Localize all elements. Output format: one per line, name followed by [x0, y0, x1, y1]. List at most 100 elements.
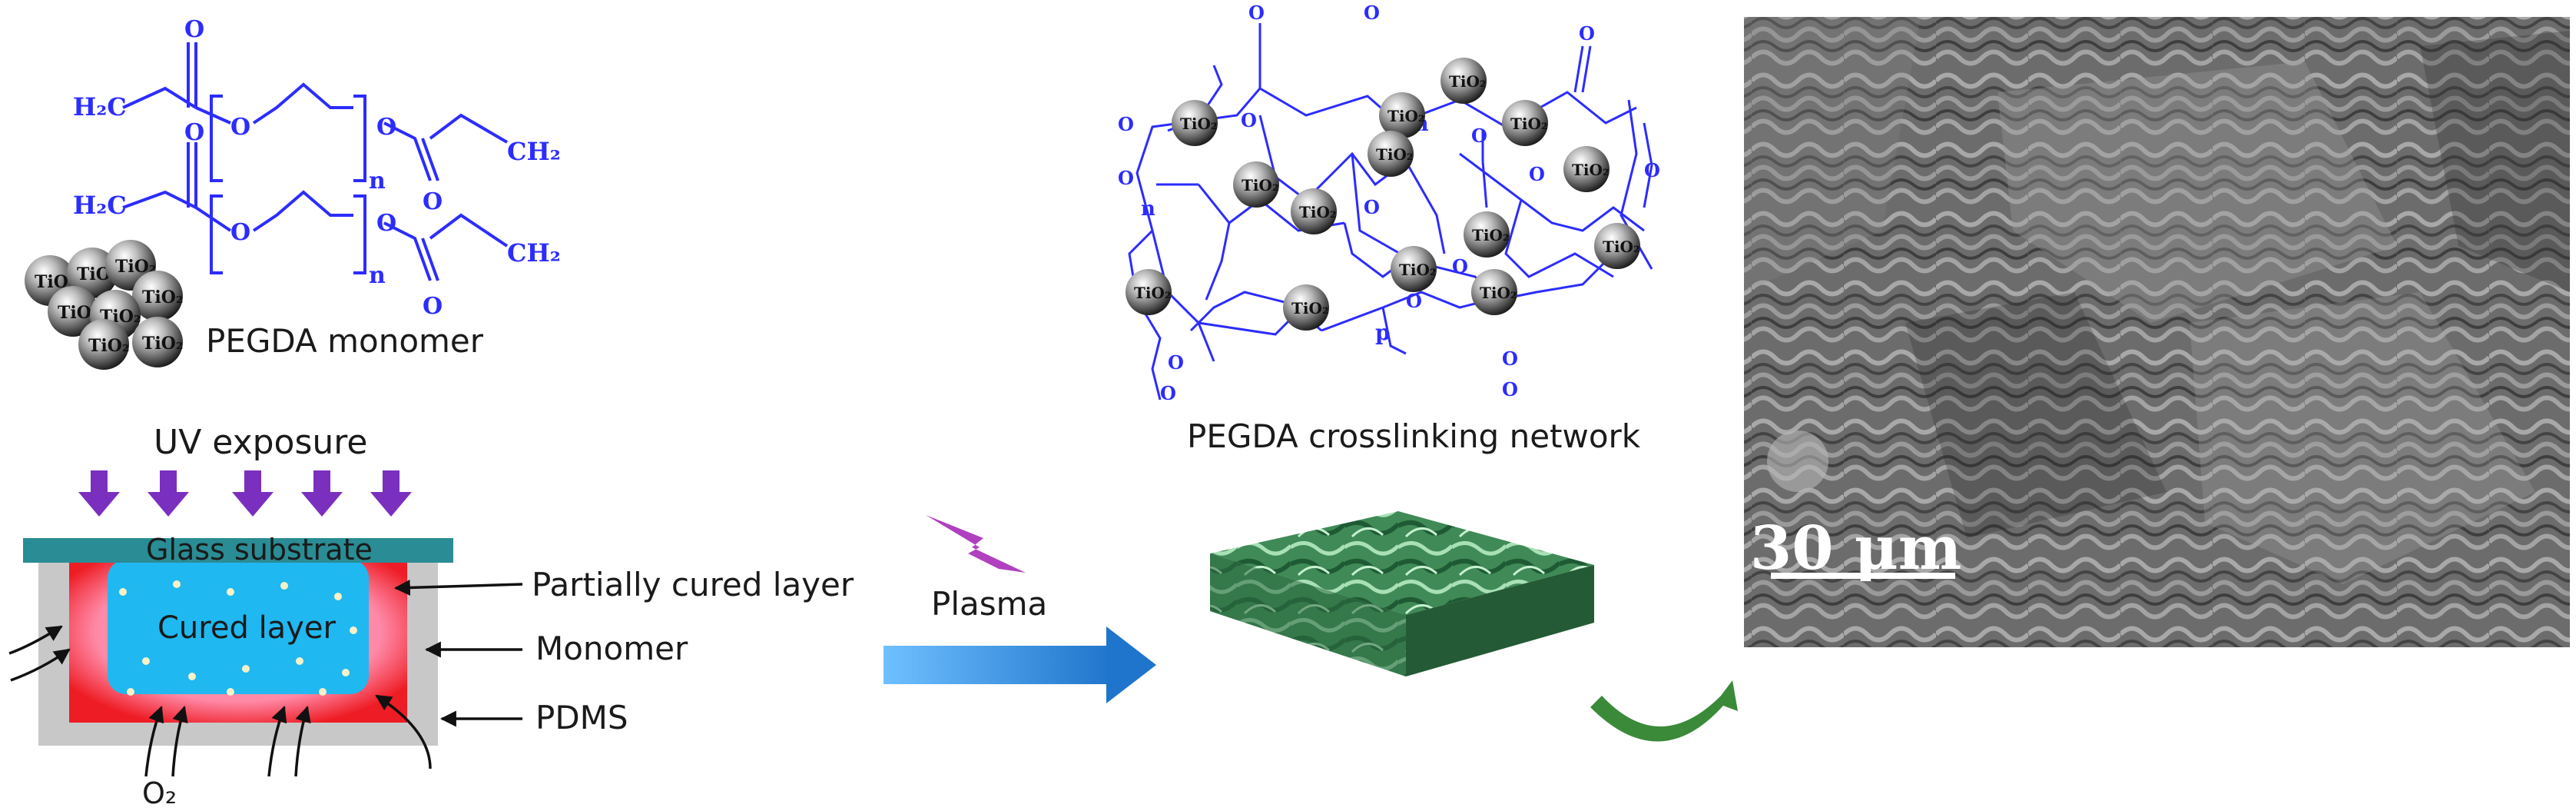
network-p-subscript: p	[1375, 320, 1391, 345]
sem-micrograph	[1744, 17, 2570, 647]
svg-text:TiO₂: TiO₂	[1134, 284, 1172, 302]
network-oxygen-labels: O O O O O O O O O O O O O O O O	[1118, 2, 1660, 404]
tio2-particle: TiO₂	[1563, 146, 1610, 192]
svg-text:O: O	[1168, 351, 1184, 374]
svg-text:TiO₂: TiO₂	[142, 334, 184, 354]
crosslinking-network-bonds	[1128, 23, 1653, 401]
svg-text:TiO₂: TiO₂	[1472, 226, 1510, 244]
ch2-left-top: H₂C	[73, 92, 127, 121]
carbonyl-o-bottom-1: O	[184, 119, 204, 146]
repeat-n-bottom: n	[369, 262, 386, 289]
svg-text:O: O	[1406, 290, 1422, 312]
ch2-right-bottom: CH₂	[507, 238, 561, 268]
tio2-particle: TiO₂	[1594, 223, 1640, 269]
ch2-left-bottom: H₂C	[73, 191, 127, 220]
wrinkled-film-block	[1210, 511, 1594, 676]
svg-text:TiO₂: TiO₂	[1572, 161, 1610, 179]
cured-layer	[108, 560, 369, 694]
svg-text:TiO₂: TiO₂	[1299, 203, 1337, 221]
svg-text:TiO₂: TiO₂	[1480, 284, 1517, 302]
tio2-particle: TiO₂	[1126, 269, 1172, 315]
uv-exposure-label: UV exposure	[154, 423, 367, 462]
tio2-particle: TiO₂	[78, 319, 130, 370]
svg-text:TiO₂: TiO₂	[1180, 115, 1218, 133]
monomer-label: Monomer	[535, 630, 688, 667]
svg-text:O: O	[1502, 347, 1518, 370]
svg-text:O: O	[1248, 2, 1265, 24]
ch2-right-top: CH₂	[507, 137, 561, 166]
oxygen-label: O₂	[142, 776, 177, 810]
tio2-particle: TiO₂	[1172, 100, 1218, 146]
svg-text:TiO₂: TiO₂	[1510, 115, 1548, 133]
pegda-monomer-structure-bottom	[122, 142, 509, 281]
tio2-particle: TiO₂	[132, 317, 184, 367]
svg-text:O: O	[1529, 163, 1545, 185]
uv-arrow-icon	[78, 470, 120, 517]
curved-arrow-icon	[1590, 680, 1738, 742]
svg-text:O: O	[1364, 196, 1380, 218]
svg-text:TiO₂: TiO₂	[1449, 72, 1487, 91]
uv-arrow-icon	[301, 470, 343, 517]
crosslinking-network-label: PEGDA crosslinking network	[1187, 417, 1641, 455]
uv-arrow-icon	[232, 470, 274, 517]
cured-layer-label: Cured layer	[157, 610, 336, 646]
tio2-particle: TiO₂	[1233, 161, 1279, 208]
tio2-particle: TiO₂	[1368, 131, 1414, 177]
svg-text:O: O	[1364, 2, 1380, 24]
svg-text:O: O	[1160, 382, 1176, 404]
carbonyl-o-top-2: O	[423, 188, 443, 215]
svg-text:TiO₂: TiO₂	[1242, 176, 1279, 194]
ester-o-bottom-1: O	[230, 219, 250, 246]
svg-text:TiO₂: TiO₂	[142, 288, 184, 307]
svg-text:O: O	[1241, 109, 1257, 131]
uv-arrow-icon	[148, 470, 189, 517]
callout-arrows	[393, 579, 523, 727]
ester-o-top-1: O	[230, 114, 250, 141]
flow-arrow	[884, 627, 1156, 703]
svg-text:O: O	[1644, 159, 1660, 181]
carbonyl-o-bottom-2: O	[423, 293, 443, 320]
plasma-lightning-icon	[926, 515, 1026, 573]
svg-text:TiO₂: TiO₂	[1376, 145, 1414, 164]
network-n-subscript: n	[1141, 198, 1155, 221]
svg-text:TiO₂: TiO₂	[1387, 107, 1425, 125]
svg-text:TiO₂: TiO₂	[1603, 238, 1640, 256]
svg-text:TiO₂: TiO₂	[88, 336, 130, 356]
ester-o-top-2: O	[376, 114, 396, 141]
pdms-label: PDMS	[535, 699, 628, 736]
uv-arrow-icon	[370, 470, 412, 517]
partially-cured-layer-label: Partially cured layer	[532, 566, 854, 603]
monomer-particles	[119, 580, 357, 696]
repeat-n-top: n	[369, 168, 386, 194]
plasma-label: Plasma	[931, 585, 1047, 623]
pegda-monomer-label: PEGDA monomer	[206, 322, 484, 360]
sem-scale-bar-label: 30 μm	[1750, 514, 1961, 583]
svg-text:O: O	[1118, 113, 1134, 135]
ester-o-bottom-2: O	[376, 210, 396, 237]
tio2-particle: TiO₂	[132, 271, 184, 321]
network-tio2-particles: TiO₂ TiO₂ TiO₂ TiO₂ TiO₂ TiO₂ TiO₂ TiO₂ …	[1126, 58, 1640, 331]
svg-text:O: O	[1579, 22, 1595, 45]
tio2-particle: TiO₂	[1464, 211, 1510, 258]
glass-substrate-label: Glass substrate	[146, 533, 373, 567]
tio2-particle: TiO₂	[1283, 284, 1329, 331]
tio2-particle: TiO₂	[1391, 246, 1437, 292]
tio2-particle: TiO₂	[1291, 188, 1337, 234]
tio2-particle: TiO₂	[1471, 269, 1517, 315]
pegda-monomer-structure-top	[122, 42, 509, 182]
svg-text:TiO₂: TiO₂	[1399, 261, 1437, 279]
oxygen-diffusion-arrows	[8, 625, 432, 777]
glass-substrate	[23, 538, 453, 563]
svg-text:O: O	[1502, 378, 1518, 401]
svg-text:O: O	[1118, 167, 1134, 189]
carbonyl-o-top-1: O	[184, 16, 204, 43]
uv-arrows	[78, 470, 412, 517]
svg-text:TiO₂: TiO₂	[1291, 299, 1329, 317]
tio2-particle: TiO₂	[1502, 100, 1548, 146]
svg-text:O: O	[1471, 125, 1487, 147]
tio2-particle: TiO₂	[1379, 92, 1425, 138]
tio2-particle-cluster: TiO₂ TiO₂ TiO₂ TiO₂ TiO₂ TiO₂ TiO₂ TiO₂	[25, 240, 184, 370]
svg-text:O: O	[1452, 255, 1468, 278]
tio2-particle: TiO₂	[1441, 58, 1487, 104]
